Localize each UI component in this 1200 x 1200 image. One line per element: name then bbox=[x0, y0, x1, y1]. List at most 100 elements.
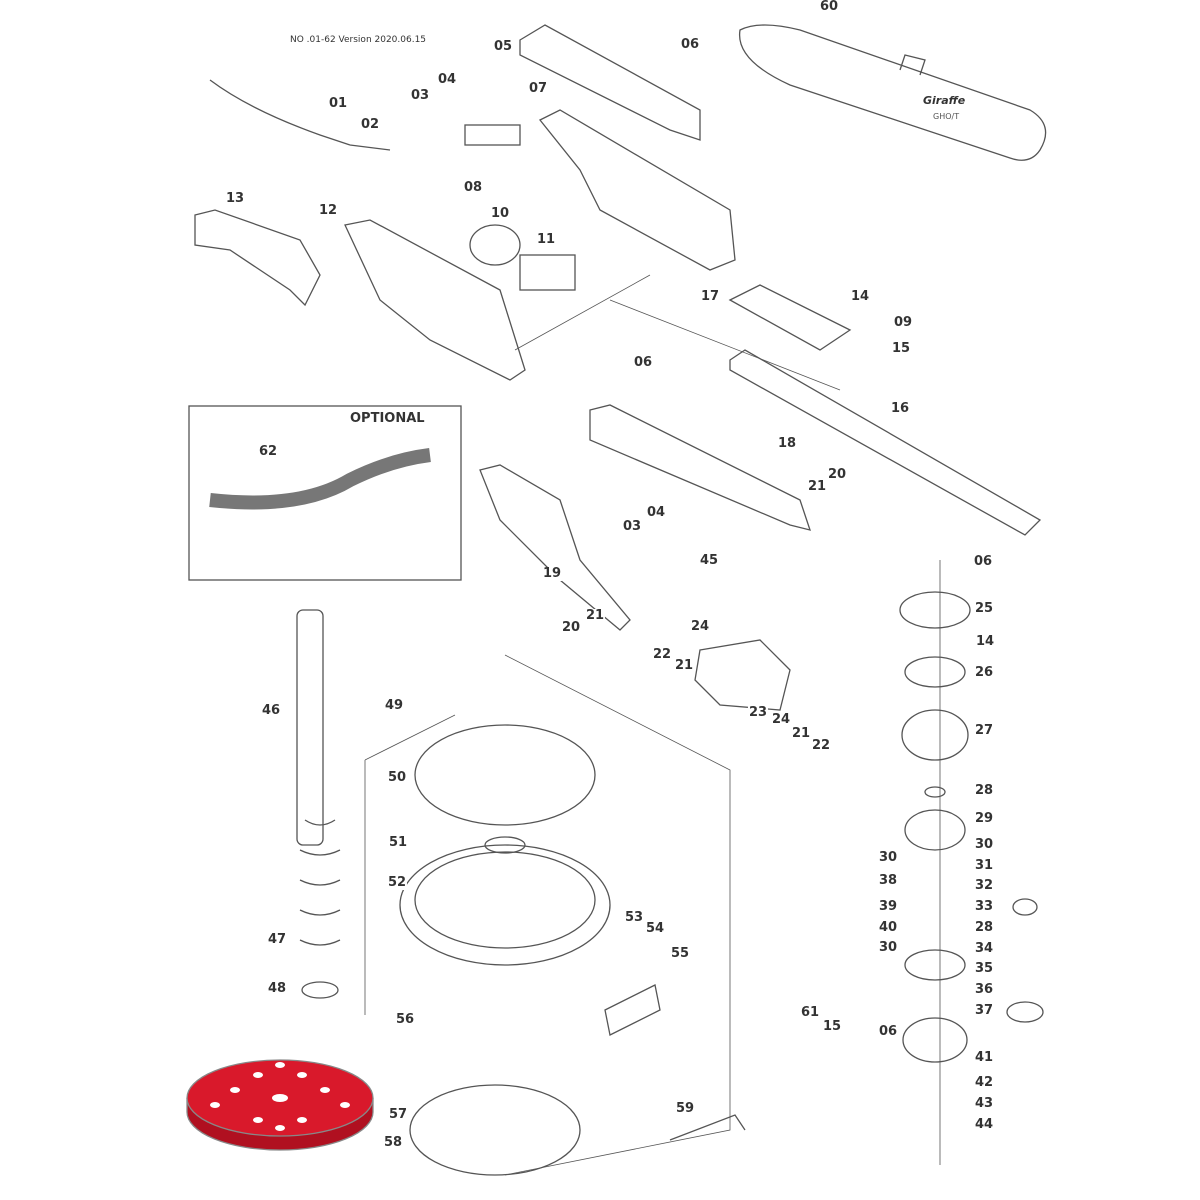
callout: 28 bbox=[973, 783, 995, 798]
callout: 30 bbox=[973, 837, 995, 852]
callout: 52 bbox=[386, 875, 408, 890]
callout: 62 bbox=[257, 444, 279, 459]
callout: 42 bbox=[973, 1075, 995, 1090]
frame-23 bbox=[694, 639, 791, 711]
bag-brand-logo: Giraffe bbox=[923, 94, 966, 107]
hose-46 bbox=[296, 609, 324, 846]
callout: 47 bbox=[266, 932, 288, 947]
callout: 13 bbox=[224, 191, 246, 206]
part-41 bbox=[902, 1017, 968, 1063]
callout: 06 bbox=[679, 37, 701, 52]
callout: 21 bbox=[806, 479, 828, 494]
hex-key-59 bbox=[669, 1114, 746, 1141]
callout: 04 bbox=[436, 72, 458, 87]
callout: 19 bbox=[541, 566, 563, 581]
clamp-48 bbox=[301, 981, 339, 999]
callout: 38 bbox=[877, 873, 899, 888]
callout: 05 bbox=[492, 39, 514, 54]
callout: 41 bbox=[973, 1050, 995, 1065]
callout: 25 bbox=[973, 601, 995, 616]
version-text: NO .01-62 Version 2020.06.15 bbox=[290, 35, 427, 45]
callout: 55 bbox=[669, 946, 691, 961]
callout: 51 bbox=[387, 835, 409, 850]
callout: 31 bbox=[973, 858, 995, 873]
part-08 bbox=[464, 124, 521, 146]
brush-54 bbox=[604, 984, 661, 1036]
callout: 10 bbox=[489, 206, 511, 221]
callout: 39 bbox=[877, 899, 899, 914]
fan-26 bbox=[904, 656, 966, 688]
callout: 27 bbox=[973, 723, 995, 738]
callout: 21 bbox=[790, 726, 812, 741]
callout: 15 bbox=[890, 341, 912, 356]
plate-50 bbox=[414, 724, 596, 826]
callout: 24 bbox=[689, 619, 711, 634]
callout: 58 bbox=[382, 1135, 404, 1150]
callout: 14 bbox=[974, 634, 996, 649]
arm-18 bbox=[589, 404, 811, 531]
callout: 54 bbox=[644, 921, 666, 936]
callout: 18 bbox=[776, 436, 798, 451]
callout: 46 bbox=[260, 703, 282, 718]
spring-47 bbox=[299, 819, 341, 946]
callout: 49 bbox=[383, 698, 405, 713]
callout: 36 bbox=[973, 982, 995, 997]
cable bbox=[209, 79, 391, 151]
callout: 61 bbox=[799, 1005, 821, 1020]
hose-62 bbox=[209, 448, 431, 510]
callout: 20 bbox=[826, 467, 848, 482]
gear-33 bbox=[1012, 898, 1038, 916]
optional-box bbox=[188, 405, 462, 581]
carry-bag bbox=[738, 24, 1047, 161]
part-35 bbox=[904, 949, 966, 981]
callout: 03 bbox=[621, 519, 643, 534]
bearing-37 bbox=[1006, 1001, 1044, 1023]
callout: 04 bbox=[645, 505, 667, 520]
callout: 22 bbox=[651, 647, 673, 662]
arm-19 bbox=[479, 464, 631, 631]
callout: 21 bbox=[584, 608, 606, 623]
callout: 57 bbox=[387, 1107, 409, 1122]
callout: 53 bbox=[623, 910, 645, 925]
motor-housing-12 bbox=[344, 219, 526, 381]
callout: 45 bbox=[698, 553, 720, 568]
callout: 17 bbox=[699, 289, 721, 304]
callout: 48 bbox=[266, 981, 288, 996]
callout: 03 bbox=[409, 88, 431, 103]
part-29 bbox=[904, 809, 966, 851]
callout: 07 bbox=[527, 81, 549, 96]
callout: 20 bbox=[560, 620, 582, 635]
callout: 50 bbox=[386, 770, 408, 785]
callout: 35 bbox=[973, 961, 995, 976]
callout: 29 bbox=[973, 811, 995, 826]
optional-title: OPTIONAL bbox=[350, 411, 425, 426]
bag-model: GHO/T bbox=[933, 112, 960, 121]
callout: 12 bbox=[317, 203, 339, 218]
callout: 24 bbox=[770, 712, 792, 727]
callout: 28 bbox=[973, 920, 995, 935]
callout: 22 bbox=[810, 738, 832, 753]
callout: 26 bbox=[973, 665, 995, 680]
callout: 08 bbox=[462, 180, 484, 195]
callout: 15 bbox=[821, 1019, 843, 1034]
part-27 bbox=[901, 709, 969, 761]
callout: 11 bbox=[535, 232, 557, 247]
callout: 16 bbox=[889, 401, 911, 416]
callout: 09 bbox=[892, 315, 914, 330]
part-10 bbox=[469, 224, 521, 266]
callout: 37 bbox=[973, 1003, 995, 1018]
callout: 06 bbox=[877, 1024, 899, 1039]
ring-51 bbox=[484, 836, 526, 854]
part-11 bbox=[519, 254, 576, 291]
pad-holes bbox=[210, 1062, 350, 1131]
callout: 01 bbox=[327, 96, 349, 111]
callout: 34 bbox=[973, 941, 995, 956]
callout: 56 bbox=[394, 1012, 416, 1027]
callout: 59 bbox=[674, 1101, 696, 1116]
part-25 bbox=[899, 591, 971, 629]
callout: 32 bbox=[973, 878, 995, 893]
callout: 40 bbox=[877, 920, 899, 935]
housing-main bbox=[538, 109, 736, 271]
skirt-52 bbox=[399, 844, 611, 966]
